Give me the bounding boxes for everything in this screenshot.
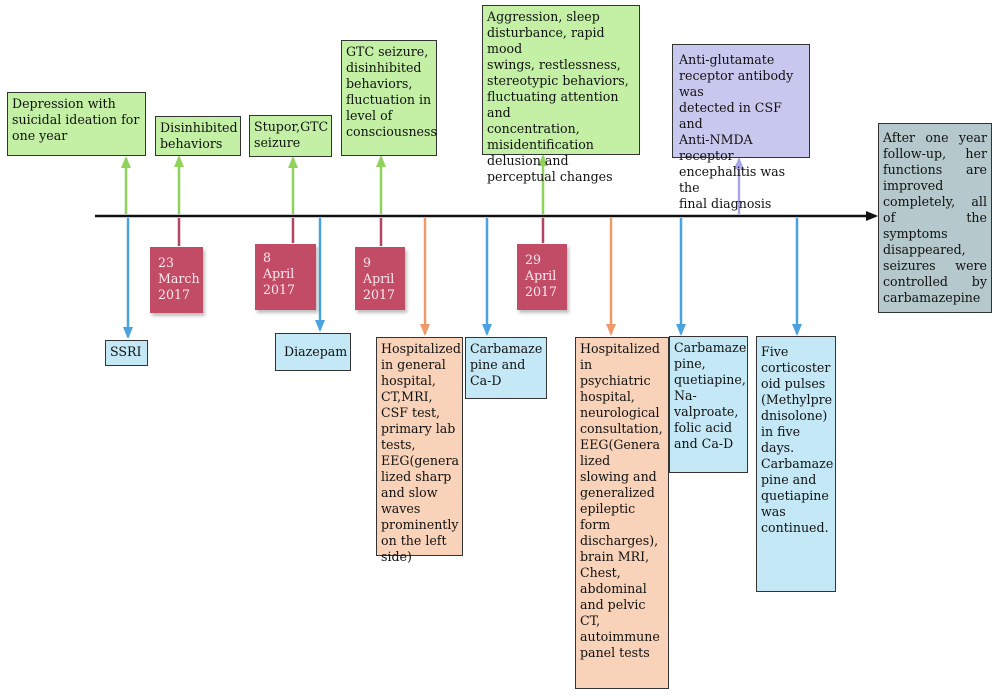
treatment-carbamazepine-cad: Carbamaze pine and Ca-D bbox=[465, 337, 547, 399]
event-disinhibited: Disinhibited behaviors bbox=[155, 116, 241, 156]
treatment-diazepam-text: Diazepam bbox=[284, 344, 348, 359]
date-8-april-2017-text: 8 April 2017 bbox=[263, 250, 296, 297]
treatment-diazepam: Diazepam bbox=[275, 333, 351, 371]
psychiatric-hospital-workup: Hospitalized in psychiatric hospital, ne… bbox=[575, 337, 669, 689]
treatment-carbamazepine-cad-text: Carbamaze pine and Ca-D bbox=[470, 341, 543, 388]
event-gtc-seizure: GTC seizure, disinhibited behaviors, flu… bbox=[341, 40, 437, 156]
event-gtc-seizure-text: GTC seizure, disinhibited behaviors, flu… bbox=[346, 44, 437, 139]
event-depression-text: Depression with suicidal ideation for on… bbox=[12, 96, 140, 143]
general-hospital-workup-text: Hospitalized in general hospital, CT,MRI… bbox=[381, 341, 461, 564]
outcome-text: After one year follow-up, her functions … bbox=[883, 130, 987, 305]
general-hospital-workup: Hospitalized in general hospital, CT,MRI… bbox=[376, 337, 463, 564]
treatment-ssri-text: SSRI bbox=[110, 344, 142, 359]
event-final-diagnosis: Anti-glutamate receptor antibody was det… bbox=[672, 44, 810, 211]
date-9-april-2017-text: 9 April 2017 bbox=[363, 255, 396, 302]
event-stupor-gtc-text: Stupor,GTC seizure bbox=[254, 119, 329, 150]
date-9-april-2017: 9 April 2017 bbox=[355, 247, 405, 310]
event-depression: Depression with suicidal ideation for on… bbox=[7, 92, 146, 156]
date-29-april-2017-text: 29 April 2017 bbox=[525, 252, 558, 299]
date-8-april-2017: 8 April 2017 bbox=[255, 244, 316, 310]
event-final-diagnosis-text: Anti-glutamate receptor antibody was det… bbox=[679, 52, 794, 211]
treatment-carbamazepine-combo-text: Carbamaze pine, quetiapine, Na- valproat… bbox=[674, 340, 747, 451]
treatment-carbamazepine-combo: Carbamaze pine, quetiapine, Na- valproat… bbox=[669, 336, 748, 473]
event-aggression: Aggression, sleep disturbance, rapid moo… bbox=[482, 5, 640, 184]
date-29-april-2017: 29 April 2017 bbox=[517, 244, 567, 310]
event-stupor-gtc: Stupor,GTC seizure bbox=[249, 115, 332, 157]
psychiatric-hospital-workup-text: Hospitalized in psychiatric hospital, ne… bbox=[580, 341, 663, 660]
treatment-ssri: SSRI bbox=[105, 340, 148, 366]
outcome-box: After one year follow-up, her functions … bbox=[878, 123, 992, 313]
treatment-corticosteroid-pulses-text: Five corticoster oid pulses (Methylpre d… bbox=[761, 344, 834, 535]
event-aggression-text: Aggression, sleep disturbance, rapid moo… bbox=[487, 9, 629, 184]
treatment-corticosteroid-pulses: Five corticoster oid pulses (Methylpre d… bbox=[756, 336, 836, 592]
date-23-march-2017-text: 23 March 2017 bbox=[158, 255, 200, 302]
date-23-march-2017: 23 March 2017 bbox=[150, 247, 203, 313]
event-disinhibited-text: Disinhibited behaviors bbox=[160, 120, 238, 151]
